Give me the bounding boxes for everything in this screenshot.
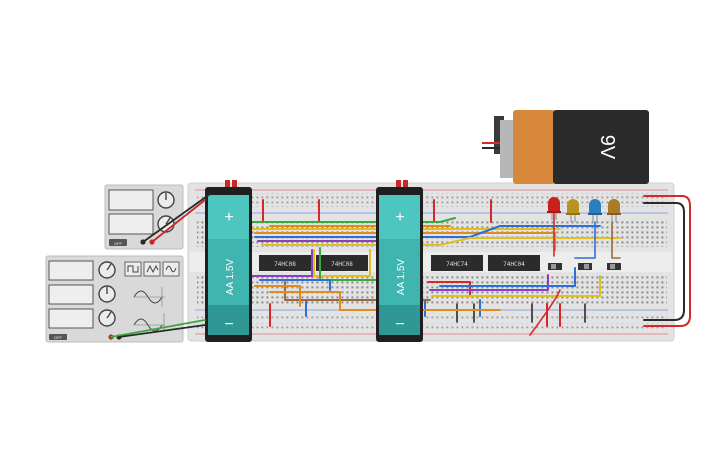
led-red [547,197,561,220]
chip-label-4: 74HC04 [503,261,525,268]
battery-9v[interactable]: 9V [482,110,649,184]
chip-74hc04 [488,255,540,271]
fg-display-2 [48,284,94,305]
power-supply-display-1 [108,189,154,211]
square-wave-icon [127,265,139,273]
battery-9v-label: 9V [596,135,618,160]
battery-aa-left[interactable]: + AA 1.5V − [205,180,252,342]
battery-aa-left-plus: + [224,209,233,226]
battery-aa-right-label: AA 1.5V [396,259,407,295]
battery-aa-left-label: AA 1.5V [225,259,236,295]
instrument-wires[interactable] [110,193,211,338]
power-supply-display-2 [108,213,154,235]
ic-chips[interactable]: 74HC08 74HC08 74HC74 74HC04 [259,255,540,271]
sine-wave-icon [165,265,177,273]
chip-74hc08-2 [316,255,368,271]
fg-display-1 [48,260,94,281]
led-blue [588,199,602,222]
fg-off-label: OFF [54,335,63,340]
function-generator[interactable]: OFF [45,255,184,343]
battery-aa-right-minus: − [395,316,404,333]
chip-74hc08-1 [259,255,311,271]
power-supply-off-button [109,239,127,246]
leds[interactable] [547,197,621,222]
chip-label-2: 74HC08 [331,261,353,268]
chip-74hc74 [431,255,483,271]
led-amber [607,199,621,222]
chip-label-1: 74HC08 [274,261,296,268]
chip-label-3: 74HC74 [446,261,468,268]
battery-aa-right-plus: + [395,209,404,226]
led-yellow [566,199,580,222]
fg-off-button [49,334,67,340]
battery-aa-right[interactable]: + AA 1.5V − [376,180,423,342]
power-supply[interactable]: OFF [104,184,184,250]
power-supply-off-label: OFF [114,241,123,246]
battery-aa-left-minus: − [224,316,233,333]
fg-display-3 [48,308,94,329]
slide-switches[interactable] [548,263,621,270]
triangle-wave-icon [146,264,159,274]
